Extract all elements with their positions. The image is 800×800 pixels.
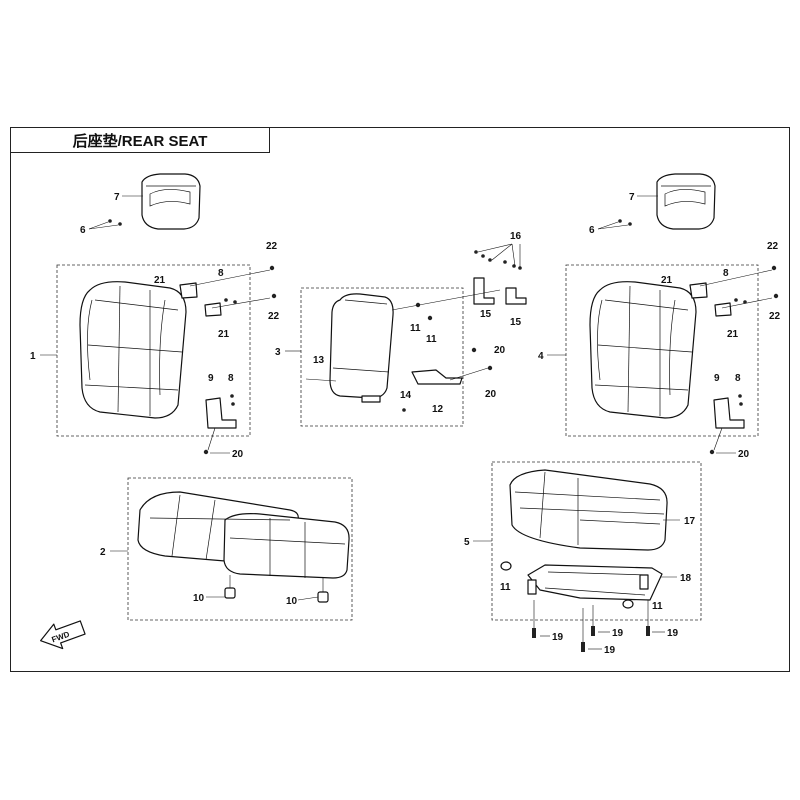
callout-dashes: [210, 452, 736, 650]
callout-12: 12: [432, 404, 444, 415]
leader-lines: [40, 195, 680, 601]
callout-21-right-a: 21: [661, 275, 673, 286]
callout-14: 14: [400, 390, 412, 401]
diagram-frame: [10, 127, 790, 672]
callout-20-right: 20: [738, 449, 750, 460]
callout-22-left-a: 22: [266, 241, 278, 252]
callout-21-right-b: 21: [727, 329, 739, 340]
callout-4: 4: [538, 351, 544, 362]
bracket-set-left: [179, 265, 277, 455]
bracket-set-right: [689, 265, 779, 455]
callout-labels: 7 6 7 6 22 22 21 21 8 8 9 20 1 22 22 21 …: [30, 192, 781, 656]
bench-cushion: [137, 491, 350, 603]
callout-20-left: 20: [232, 449, 244, 460]
callout-16: 16: [510, 231, 522, 242]
callout-8-left-b: 8: [228, 373, 234, 384]
callout-8-right-b: 8: [735, 373, 741, 384]
callout-19-b: 19: [612, 628, 624, 639]
callout-6-left: 6: [80, 225, 86, 236]
callout-11-d: 11: [652, 601, 663, 612]
diagram-title: 后座垫/REAR SEAT: [10, 127, 270, 153]
callout-22-left-b: 22: [268, 311, 280, 322]
callout-1: 1: [30, 351, 36, 362]
callout-7-left: 7: [114, 192, 120, 203]
callout-10-b: 10: [286, 596, 298, 607]
backrest-center: [305, 293, 406, 412]
callout-6-right: 6: [589, 225, 595, 236]
callout-9-left: 9: [208, 373, 214, 384]
callout-8-left-a: 8: [218, 268, 224, 279]
callout-15-a: 15: [480, 309, 492, 320]
group-box-bench-cushion: [127, 477, 353, 621]
callout-11-a: 11: [410, 323, 421, 334]
group-box-right-backrest: [565, 264, 759, 437]
callout-19-d: 19: [604, 645, 616, 656]
callout-17: 17: [684, 516, 696, 527]
seat-cushion: [509, 469, 668, 551]
headrest-left: [141, 173, 201, 230]
callout-5: 5: [464, 537, 470, 548]
hinge-brackets-center: [391, 250, 527, 385]
callout-7-right: 7: [629, 192, 635, 203]
callout-9-right: 9: [714, 373, 720, 384]
fwd-arrow-icon: FWD: [40, 620, 86, 650]
callout-3: 3: [275, 347, 281, 358]
callout-11-b: 11: [426, 334, 437, 345]
callout-2: 2: [100, 547, 106, 558]
callout-13: 13: [313, 355, 325, 366]
seat-frame: [500, 561, 663, 652]
callout-20-center-a: 20: [494, 345, 506, 356]
callout-21-left-b: 21: [218, 329, 230, 340]
callout-10-a: 10: [193, 593, 205, 604]
callout-15-b: 15: [510, 317, 522, 328]
headrest-right: [656, 173, 716, 230]
callout-20-center-b: 20: [485, 389, 497, 400]
callout-11-c: 11: [500, 582, 511, 593]
group-box-center-backrest: [300, 287, 464, 427]
callout-8-right-a: 8: [723, 268, 729, 279]
callout-18: 18: [680, 573, 692, 584]
callout-21-left-a: 21: [154, 275, 166, 286]
callout-19-c: 19: [667, 628, 679, 639]
backrest-left: [79, 281, 187, 419]
backrest-right: [589, 281, 697, 419]
group-box-left-backrest: [56, 264, 251, 437]
callout-22-right-b: 22: [769, 311, 781, 322]
callout-22-right-a: 22: [767, 241, 779, 252]
callout-19-a: 19: [552, 632, 564, 643]
